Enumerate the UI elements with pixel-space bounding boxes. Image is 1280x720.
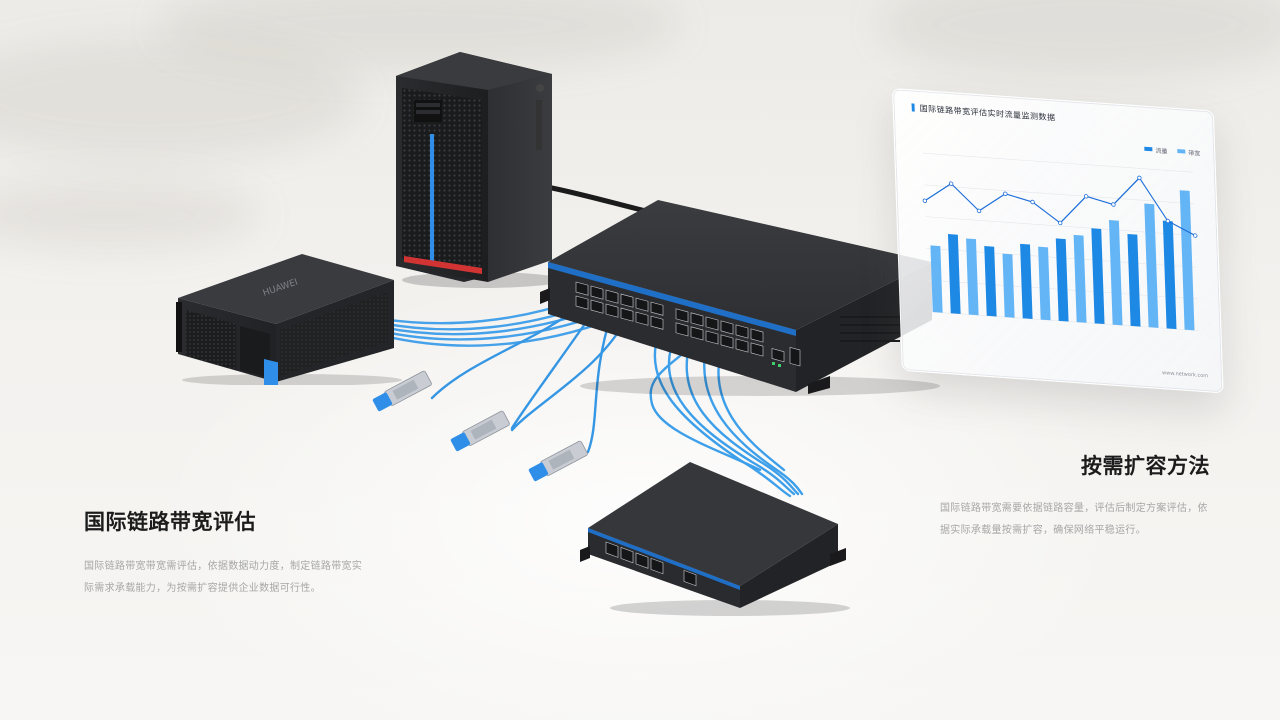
chart-bar <box>1055 238 1069 322</box>
trend-point <box>948 181 954 186</box>
main-switch <box>540 196 940 396</box>
right-text-block: 按需扩容方法 国际链路带宽需要依据链路容量，评估后制定方案评估，依据实际承载量按… <box>940 450 1210 542</box>
small-switch <box>580 458 850 618</box>
section-title: 按需扩容方法 <box>1081 454 1210 478</box>
trend-point <box>1030 199 1035 205</box>
left-text-block: 国际链路带宽评估 国际链路带宽带宽需评估，依据数据动力度，制定链路带宽实际需求承… <box>84 506 364 600</box>
chart-bar <box>1162 220 1177 330</box>
chart-bar <box>1127 233 1141 327</box>
chart-bar <box>1179 190 1195 331</box>
trend-point <box>1083 194 1089 199</box>
tower-server <box>392 48 562 288</box>
grid-line <box>923 152 1194 173</box>
section-description: 国际链路带宽需要依据链路容量，评估后制定方案评估，依据实际承载量按需扩容，确保网… <box>940 503 1208 536</box>
chart-bar <box>1038 246 1051 321</box>
light-shadow <box>0 180 260 250</box>
chart-bar <box>1108 220 1123 326</box>
legend-item: 流量 <box>1144 146 1168 155</box>
chart-bar <box>1020 243 1033 320</box>
chart-bar <box>1002 253 1015 318</box>
section-description: 国际链路带宽带宽需评估，依据数据动力度，制定链路带宽实际需求承载能力，为按需扩容… <box>84 561 363 594</box>
chart-bar <box>1091 228 1105 325</box>
trend-point <box>1003 191 1008 196</box>
bar-line-chart <box>922 152 1199 331</box>
legend-item: 带宽 <box>1177 149 1200 158</box>
chart-bar <box>984 246 997 317</box>
chart-panel-title: 国际链路带宽评估实时流量监测数据 <box>911 102 1191 133</box>
trend-point <box>1137 175 1142 181</box>
trend-point <box>1057 220 1063 226</box>
chart-bar <box>947 234 961 314</box>
trend-point <box>976 208 982 214</box>
light-shadow <box>160 0 680 70</box>
trend-point <box>1111 202 1116 207</box>
grid-line <box>924 184 1195 205</box>
light-shadow <box>0 40 360 160</box>
chart-bar <box>966 238 979 316</box>
trend-point <box>922 198 928 203</box>
trend-point <box>1165 218 1170 224</box>
glass-chart-panel: 国际链路带宽评估实时流量监测数据 流量 带宽 www.network.com <box>892 88 1224 394</box>
chart-legend: 流量 带宽 <box>1136 144 1200 158</box>
rack-chassis: HUAWEI <box>172 250 402 397</box>
chart-bar <box>930 245 943 313</box>
chart-bar <box>1073 234 1087 323</box>
trend-point <box>1193 233 1198 238</box>
chart-footer: www.network.com <box>1162 370 1209 380</box>
section-title: 国际链路带宽评估 <box>84 510 256 534</box>
chart-bar <box>1144 203 1159 328</box>
